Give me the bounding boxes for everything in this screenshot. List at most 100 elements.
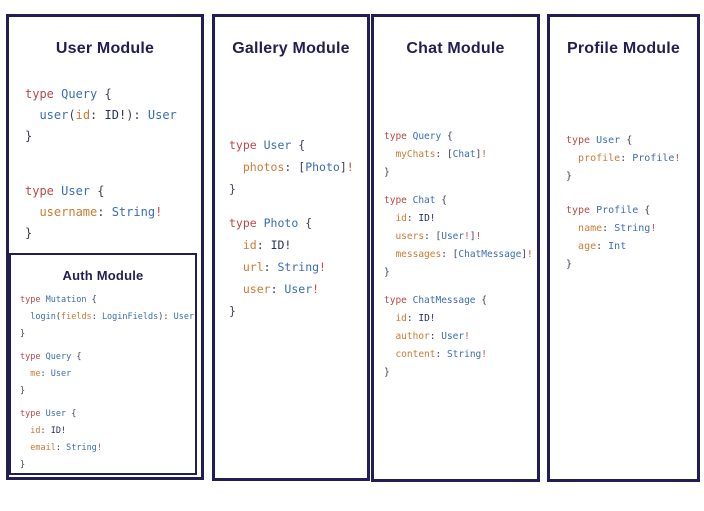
code-token-bg: ! — [527, 249, 533, 260]
panel-user-module: User Module type Query { user(id: ID!): … — [6, 14, 204, 480]
code-token-kw: type — [25, 87, 62, 101]
code-line: } — [20, 326, 195, 343]
code-token-pu: : — [620, 153, 633, 164]
code-token-ty: LoginFields — [101, 312, 159, 322]
code-token-ty: User — [263, 138, 299, 152]
code-block: type Query { user(id: ID!): User} — [25, 84, 201, 147]
code-token-pu — [384, 249, 395, 260]
code-token-fl: id — [75, 108, 91, 122]
code-token-pu — [384, 213, 395, 224]
code-block: type User { photos: [Photo]!} — [229, 134, 367, 200]
code-line: type User { — [25, 181, 201, 202]
code-token-ty: Chat — [412, 195, 442, 206]
panel-title-user-module: User Module — [55, 40, 155, 57]
code-line: } — [229, 300, 367, 322]
code-block: type User { id: ID! email: String!} — [20, 406, 195, 474]
panel-auth-module: Auth Module type Mutation { login(fields… — [9, 253, 197, 475]
code-line: myChats: [Chat]! — [384, 146, 537, 164]
code-line: login(fields: LoginFields): User — [20, 309, 195, 326]
code-line: } — [20, 383, 195, 400]
code-token-bg: ! — [481, 349, 488, 360]
code-token-fl: user — [242, 282, 271, 296]
code-chat-module: type Query { myChats: [Chat]!}type Chat … — [384, 128, 537, 382]
code-token-fl: age — [578, 241, 597, 252]
code-token-pu: : — [435, 349, 447, 360]
code-line: type Query { — [20, 349, 195, 366]
code-token-pu: { — [91, 295, 97, 305]
code-line: } — [384, 364, 537, 382]
code-gallery-module: type User { photos: [Photo]!} type Photo … — [229, 134, 367, 322]
code-token-pu: : — [429, 331, 442, 342]
code-token-bg: ! — [481, 149, 488, 160]
code-token-ty: User — [441, 231, 465, 242]
code-token-pu: { — [626, 135, 633, 146]
code-token-ty: User — [50, 369, 72, 379]
code-line: type Mutation { — [20, 292, 195, 309]
code-line: photos: [Photo]! — [229, 156, 367, 178]
code-token-fl: photos — [242, 160, 285, 174]
code-line: url: String! — [229, 256, 367, 278]
code-block: type Chat { id: ID! users: [User!]! mess… — [384, 192, 537, 282]
panel-profile-module: Profile Module type User { profile: Prof… — [547, 14, 700, 482]
code-token-pu — [566, 241, 578, 252]
code-token-pu: : — [97, 205, 112, 219]
code-token-ty: user — [39, 108, 69, 122]
code-token-bg: ! — [464, 231, 470, 242]
code-token-pu — [384, 313, 395, 324]
code-token-pu: } — [384, 167, 390, 178]
code-token-ty: String — [111, 205, 156, 219]
code-token-ty: User — [441, 331, 465, 342]
code-token-ty: Profile — [632, 153, 675, 164]
code-token-bg: ! — [674, 153, 681, 164]
code-token-bg: ! — [464, 331, 470, 342]
code-token-pu: : — [91, 312, 102, 322]
code-token-kw: type — [384, 295, 413, 306]
code-token-pu: ] — [475, 149, 482, 160]
code-token-pu — [20, 312, 30, 322]
code-token-pu: { — [305, 216, 313, 230]
code-line: type ChatMessage { — [384, 292, 537, 310]
code-block: type Profile { name: String! age: Int} — [566, 202, 697, 274]
code-token-ty: Query — [45, 352, 77, 362]
code-line: type User { — [229, 134, 367, 156]
code-token-pu: : — [263, 260, 278, 274]
code-token-ty: Query — [61, 87, 105, 101]
code-token-pu: : — [256, 238, 271, 252]
code-token-ty: String — [66, 443, 97, 453]
code-token-pu — [229, 160, 243, 174]
code-line: } — [384, 264, 537, 282]
code-token-kw: type — [20, 352, 46, 362]
code-token-pu: { — [97, 184, 105, 198]
code-token-pu: : [ — [284, 160, 306, 174]
code-line: type Photo { — [229, 212, 367, 234]
code-token-pu: } — [20, 460, 26, 470]
code-token-fl: messages — [395, 249, 442, 260]
code-token-pu — [566, 223, 578, 234]
code-token-pu: } — [566, 171, 573, 182]
code-token-fl: fields — [60, 312, 92, 322]
code-token-pu: { — [481, 295, 487, 306]
code-token-pu — [20, 426, 30, 436]
code-token-sc: ID! — [418, 313, 436, 324]
code-token-fl: id — [395, 313, 407, 324]
code-profile-module: type User { profile: Profile!} type Profi… — [566, 132, 697, 274]
code-line: age: Int — [566, 238, 697, 256]
code-line: messages: [ChatMessage]! — [384, 246, 537, 264]
code-token-ty: User — [596, 135, 627, 146]
code-line: } — [25, 126, 201, 147]
code-line: type Query { — [25, 84, 201, 105]
code-line: } — [229, 178, 367, 200]
code-token-pu: } — [25, 129, 33, 143]
code-token-fl: myChats — [395, 149, 436, 160]
panel-title-chat-module: Chat Module — [406, 40, 505, 57]
code-token-pu — [20, 369, 30, 379]
code-line: id: ID! — [20, 423, 195, 440]
code-block: type User { profile: Profile!} — [566, 132, 697, 186]
code-token-ty: Profile — [596, 205, 645, 216]
code-token-pu: : — [90, 108, 105, 122]
code-token-sc: ID! — [270, 238, 292, 252]
code-token-fl: url — [242, 260, 264, 274]
code-token-ty: String — [614, 223, 651, 234]
code-token-ty: User — [61, 184, 98, 198]
code-line: } — [20, 457, 195, 474]
